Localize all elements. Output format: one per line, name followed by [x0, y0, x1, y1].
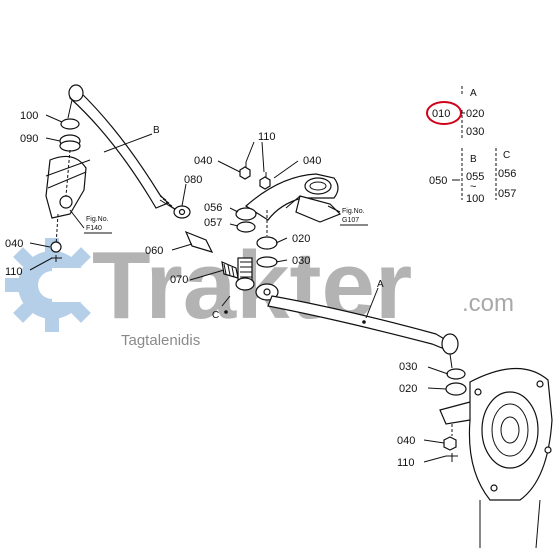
drag-link-rod-b: [67, 84, 191, 219]
variant-table: 010 A 020 030 050 B 055 ~ 100 C 056 057: [426, 86, 516, 205]
label-056: 056: [204, 202, 222, 214]
label-090: 090: [20, 133, 38, 145]
pitman-arm: [245, 173, 342, 223]
label-110-bottom: 110: [397, 457, 415, 469]
label-rod-a: A: [377, 279, 384, 290]
watermark-subtitle: Tagtalenidis: [121, 332, 200, 349]
variant-col-c-057: 057: [498, 188, 516, 200]
label-110-left: 110: [5, 266, 23, 278]
label-100-top: 100: [20, 110, 38, 122]
label-057: 057: [204, 217, 222, 229]
label-040-mid-right: 040: [303, 155, 321, 167]
variant-col-a-030: 030: [466, 126, 484, 138]
steering-knuckle-housing: [468, 367, 553, 549]
fig-ref-left-label: Fig.No.: [86, 216, 109, 223]
watermark-suffix: .com: [462, 290, 514, 317]
figure-ref-right: Fig.No. G107: [340, 208, 368, 226]
letter-callouts: B A C: [153, 125, 384, 324]
label-070: 070: [170, 274, 188, 286]
variant-col-c-056: 056: [498, 168, 516, 180]
figure-ref-left: Fig.No. F140: [84, 216, 112, 234]
label-040-mid-left: 040: [194, 155, 212, 167]
fig-ref-left-number: F140: [86, 225, 102, 232]
label-rod-b: B: [153, 125, 160, 136]
variant-col-b-tilde: ~: [470, 181, 476, 193]
label-030-bottom: 030: [399, 361, 417, 373]
variant-selected: 010: [432, 108, 450, 120]
rod-b-thread: [159, 195, 176, 210]
variant-col-a-header: A: [470, 88, 477, 99]
variant-row-050: 050: [429, 175, 447, 187]
tie-rod-a: [267, 295, 459, 369]
variant-col-c-header: C: [503, 150, 510, 161]
part-labels: 100 090 040 110 110 040 040 080 056 057 …: [5, 110, 417, 469]
fig-ref-right-label: Fig.No.: [342, 208, 365, 215]
label-030-mid: 030: [292, 255, 310, 267]
center-stack: [235, 207, 279, 301]
pitman-nuts: [239, 162, 271, 190]
leader-lines: [29, 114, 449, 463]
label-080: 080: [184, 174, 202, 186]
variant-col-a-020: 020: [466, 108, 484, 120]
variant-col-b-100: 100: [466, 193, 484, 205]
callout-dot-a: [362, 320, 366, 324]
adjuster-sleeve: [184, 230, 239, 279]
left-joint-parts: [45, 118, 91, 262]
label-110-top: 110: [258, 131, 276, 143]
label-060: 060: [145, 245, 163, 257]
label-040-bottom: 040: [397, 435, 415, 447]
variant-col-b-header: B: [470, 154, 477, 165]
label-link-c: C: [212, 310, 219, 321]
label-020-mid: 020: [292, 233, 310, 245]
variant-col-b-055: 055: [466, 171, 484, 183]
fig-ref-right-number: G107: [342, 217, 359, 224]
label-040-left: 040: [5, 238, 23, 250]
gear-logo-icon: [5, 238, 102, 332]
label-020-bottom: 020: [399, 383, 417, 395]
callout-dot-c: [224, 310, 228, 314]
